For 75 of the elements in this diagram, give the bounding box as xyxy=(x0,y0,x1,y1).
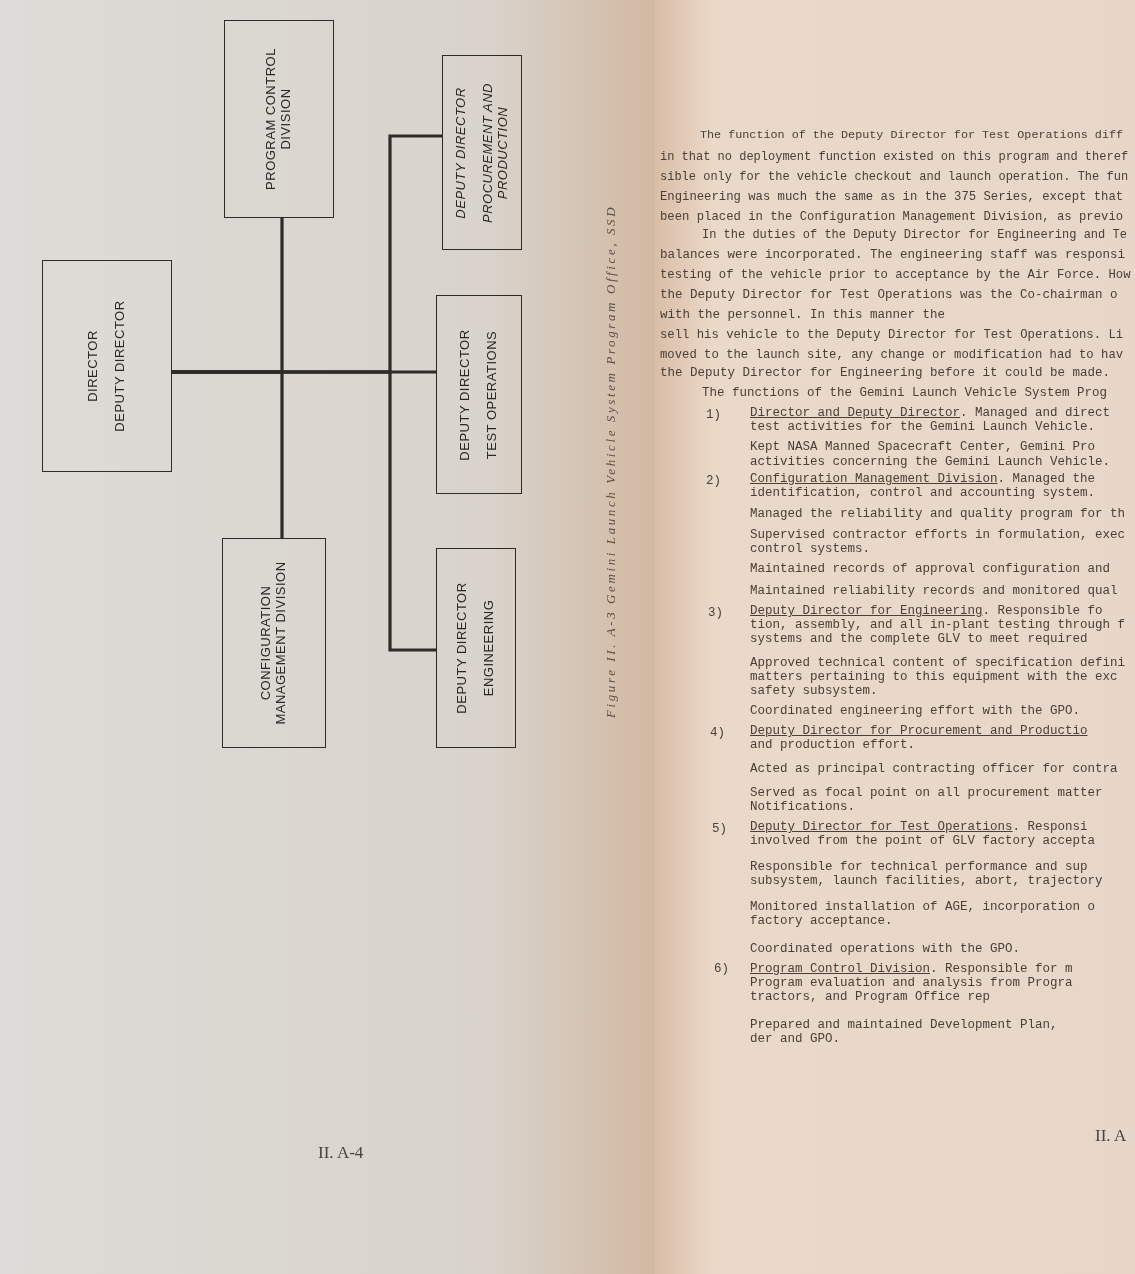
text-line: moved to the launch site, any change or modification had to hav xyxy=(660,348,1124,362)
text-line: Notifications. xyxy=(750,800,856,814)
text-line: The functions of the Gemini Launch Vehicle System Prog xyxy=(702,386,1108,400)
box-label: ENGINEERING xyxy=(482,599,497,697)
box-label: PROGRAM CONTROL DIVISION xyxy=(264,47,294,192)
text-line: in that no deployment function existed on this program and theref xyxy=(660,150,1129,164)
text-line: factory acceptance. xyxy=(750,914,893,928)
text-line: activities concerning the Gemini Launch Vehicle. xyxy=(750,455,1111,469)
text-line: Director and Deputy Director. Managed and direct xyxy=(750,406,1111,420)
text-line: Coordinated operations with the GPO. xyxy=(750,942,1021,956)
box-label: DEPUTY DIRECTOR xyxy=(453,86,469,219)
text-line: involved from the point of GLV factory accepta xyxy=(750,834,1096,848)
text-line: sible only for the vehicle checkout and launch operation. The fun xyxy=(660,170,1129,184)
item-number: 2) xyxy=(706,474,721,488)
text-line: Program evaluation and analysis from Progra xyxy=(750,976,1073,990)
org-box xyxy=(222,538,326,748)
page-number: II. A xyxy=(1095,1126,1127,1146)
text-line: Deputy Director for Engineering. Responsible fo xyxy=(750,604,1103,618)
text-line: Monitored installation of AGE, incorporation o xyxy=(750,900,1096,914)
box-label: CONFIGURATION MANAGEMENT DIVISION xyxy=(259,560,289,727)
box-label: TEST OPERATIONS xyxy=(485,330,500,459)
text-line: Managed the reliability and quality program for th xyxy=(750,507,1126,521)
text-line: Configuration Management Division. Managed the xyxy=(750,472,1096,486)
item-number: 5) xyxy=(712,822,727,836)
text-line: The function of the Deputy Director for Test Operations diff xyxy=(700,128,1124,142)
org-box xyxy=(42,260,172,472)
org-box xyxy=(436,548,516,748)
text-line: Deputy Director for Test Operations. Responsi xyxy=(750,820,1088,834)
text-line: Kept NASA Manned Spacecraft Center, Gemini Pro xyxy=(750,440,1096,454)
text-line: Approved technical content of specification defini xyxy=(750,656,1126,670)
text-line: control systems. xyxy=(750,542,871,556)
org-box xyxy=(224,20,334,218)
text-line: and production effort. xyxy=(750,738,916,752)
text-line: tractors, and Program Office rep xyxy=(750,990,991,1004)
item-number: 1) xyxy=(706,408,721,422)
text-line: identification, control and accounting system. xyxy=(750,486,1096,500)
text-line: testing of the vehicle prior to acceptance by the Air Force. How xyxy=(660,268,1131,282)
text-line: with the personnel. In this manner the xyxy=(660,308,946,322)
box-label: DEPUTY DIRECTOR xyxy=(458,328,473,461)
text-line: Prepared and maintained Development Plan, xyxy=(750,1018,1058,1032)
text-line: Maintained records of approval configuration and xyxy=(750,562,1111,576)
text-line: Supervised contractor efforts in formulation, exec xyxy=(750,528,1126,542)
item-number: 6) xyxy=(714,962,729,976)
box-label: DEPUTY DIRECTOR xyxy=(113,300,128,432)
text-line: the Deputy Director for Test Operations was the Co-chairman o xyxy=(660,288,1118,302)
text-line: subsystem, launch facilities, abort, trajectory xyxy=(750,874,1103,888)
text-line: Engineering was much the same as in the 375 Series, except that xyxy=(660,190,1124,204)
text-line: Served as focal point on all procurement matter xyxy=(750,786,1103,800)
text-line: In the duties of the Deputy Director for Engineering and Te xyxy=(702,228,1127,242)
text-line: tion, assembly, and all in-plant testing through f xyxy=(750,618,1126,632)
text-line: the Deputy Director for Engineering before it could be made. xyxy=(660,366,1111,380)
item-number: 4) xyxy=(710,726,725,740)
org-box xyxy=(442,55,522,250)
text-line: sell his vehicle to the Deputy Director for Test Operations. Li xyxy=(660,328,1124,342)
text-line: Responsible for technical performance and sup xyxy=(750,860,1088,874)
text-line: Acted as principal contracting officer for contra xyxy=(750,762,1118,776)
text-line: test activities for the Gemini Launch Vehicle. xyxy=(750,420,1096,434)
org-chart-line xyxy=(172,370,436,652)
box-label: DIRECTOR xyxy=(86,330,101,402)
text-line: matters pertaining to this equipment with the exc xyxy=(750,670,1118,684)
text-line: Maintained reliability records and monitored qual xyxy=(750,584,1118,598)
text-line: balances were incorporated. The engineering staff was responsi xyxy=(660,248,1126,262)
org-box xyxy=(436,295,522,494)
text-line: Program Control Division. Responsible for m xyxy=(750,962,1073,976)
text-line: been placed in the Configuration Management Division, as previo xyxy=(660,210,1124,224)
page-number: II. A-4 xyxy=(318,1143,364,1163)
box-label: DEPUTY DIRECTOR xyxy=(455,582,470,714)
figure-caption: Figure II. A-3 Gemini Launch Vehicle System Program Office, SSD xyxy=(603,204,619,718)
item-number: 3) xyxy=(708,606,723,620)
text-line: der and GPO. xyxy=(750,1032,840,1046)
text-line: safety subsystem. xyxy=(750,684,878,698)
box-label: PROCUREMENT AND PRODUCTION xyxy=(480,81,511,225)
text-line: systems and the complete GLV to meet required xyxy=(750,632,1088,646)
text-line: Deputy Director for Procurement and Productio xyxy=(750,724,1088,738)
text-line: Coordinated engineering effort with the GPO. xyxy=(750,704,1081,718)
